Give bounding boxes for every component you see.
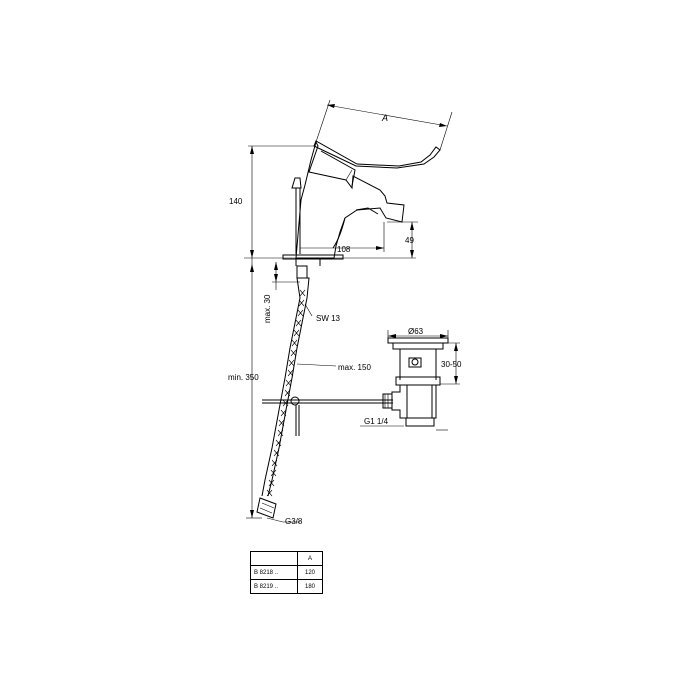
connection-hose [256,277,310,519]
mixer-body [282,140,441,279]
label-30-50: 30-50 [441,360,462,369]
table-header-cell: A [297,551,323,566]
label-g1-1-4: G1 1/4 [364,417,389,426]
label-dim-a: A [381,113,388,123]
label-dim-49: 49 [405,236,414,245]
label-d63: Ø63 [408,327,424,336]
table-cell-model: B 8218 .. [250,565,298,580]
table-cell-value: 120 [297,565,323,580]
label-max-30: max. 30 [263,294,272,323]
label-max-150: max. 150 [338,363,371,372]
label-min-350: min. 350 [228,373,259,382]
waste-valve [262,337,449,436]
table-row: B 8218 .. 120 [250,565,323,580]
dimension-lines [244,99,460,523]
label-g3-8: G3/8 [285,517,303,526]
dimension-labels: A 140 49 108 max. 30 SW 13 min. 350 max.… [228,113,462,526]
label-sw13: SW 13 [316,314,341,323]
label-dim-140: 140 [229,197,243,206]
table-row: B 8219 .. 180 [250,579,323,594]
table-cell-value: 180 [297,579,323,594]
table-header-cell [250,551,298,566]
table-header-row: A [250,551,323,566]
dimension-table: A B 8218 .. 120 B 8219 .. 180 [250,551,323,594]
label-dim-108: 108 [337,245,351,254]
table-cell-model: B 8219 .. [250,579,298,594]
